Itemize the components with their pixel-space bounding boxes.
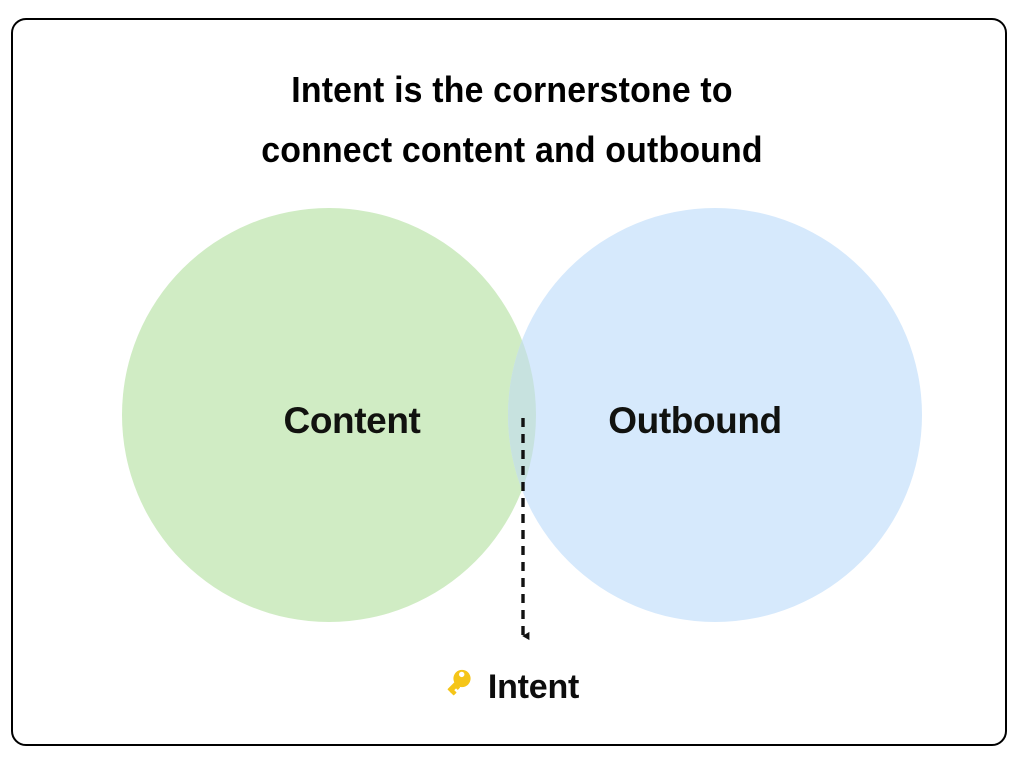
venn-label-outbound: Outbound	[608, 400, 782, 441]
intent-callout-label: Intent	[487, 668, 580, 707]
page-title-line-2: connect content and outbound	[261, 129, 763, 170]
venn-label-content: Content	[283, 400, 421, 441]
page-title: Intent is the cornerstone to connect con…	[31, 60, 994, 180]
intent-callout: Intent	[0, 659, 1024, 717]
page-title-line-1: Intent is the cornerstone to	[291, 69, 733, 110]
venn-circle-outbound	[508, 208, 922, 622]
key-icon	[445, 665, 479, 717]
venn-circle-content	[122, 208, 536, 622]
